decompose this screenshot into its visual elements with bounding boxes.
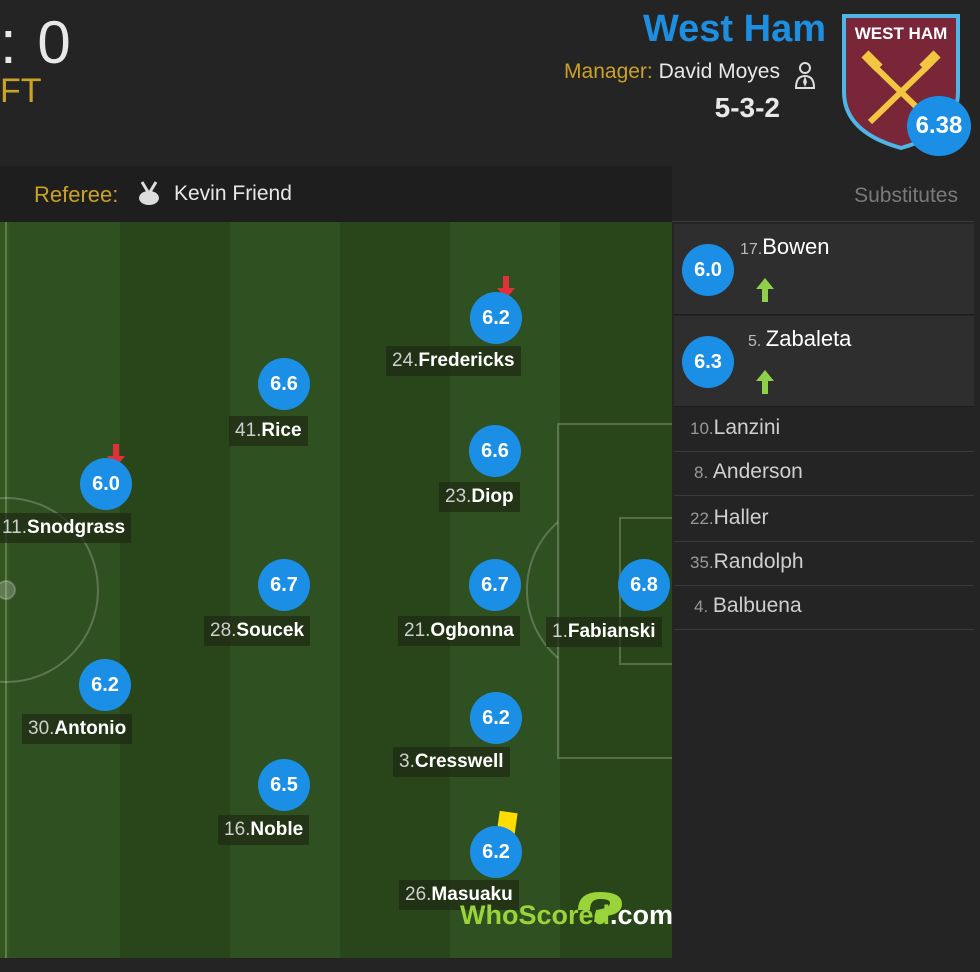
player-rating-ogbonna[interactable]: 6.7: [469, 559, 521, 611]
player-number: 30.: [28, 718, 55, 739]
player-number: 3.: [399, 751, 415, 772]
player-name-cresswell[interactable]: 3. Cresswell: [393, 747, 510, 777]
player-rating-masuaku[interactable]: 6.2: [470, 826, 522, 878]
player-rating-snodgrass[interactable]: 6.0: [80, 458, 132, 510]
player-name-rice[interactable]: 41.Rice: [229, 416, 308, 446]
sub-number: 22.: [690, 509, 714, 528]
sub-name: 5. Zabaleta: [748, 326, 851, 352]
player-name: Fabianski: [567, 621, 656, 642]
sub-number: 35.: [690, 553, 714, 572]
player-rating-diop[interactable]: 6.6: [469, 425, 521, 477]
substitutes-title: Substitutes: [854, 184, 958, 207]
referee-name[interactable]: Kevin Friend: [174, 182, 292, 205]
player-name: Noble: [250, 819, 304, 840]
sub-rating: 6.3: [682, 336, 734, 388]
referee-bar: Referee:: [0, 166, 672, 222]
substitute-unused[interactable]: 8. Anderson: [674, 452, 974, 496]
player-rating-antonio[interactable]: 6.2: [79, 659, 131, 711]
player-number: 23.: [445, 486, 472, 507]
manager-label: Manager:: [564, 60, 653, 83]
player-rating-soucek[interactable]: 6.7: [258, 559, 310, 611]
substitute-unused[interactable]: 35.Randolph: [674, 542, 974, 586]
sub-name: 17.Bowen: [740, 234, 830, 260]
sub-number: 17.: [740, 241, 763, 258]
player-name: Cresswell: [414, 751, 504, 772]
player-name-noble[interactable]: 16.Noble: [218, 815, 310, 845]
player-name: Diop: [471, 486, 514, 507]
player-name-antonio[interactable]: 30.Antonio: [22, 714, 133, 744]
substitutes-header: Substitutes: [672, 166, 974, 222]
team-crest: WEST HAM: [842, 14, 960, 150]
whistle-icon: [139, 181, 159, 205]
team-rating: 6.38: [907, 96, 971, 156]
player-rating-rice[interactable]: 6.6: [258, 358, 310, 410]
player-name-masuaku[interactable]: 26.Masuaku: [399, 880, 519, 910]
player-number: 16.: [224, 819, 251, 840]
sub-name-text: Bowen: [762, 234, 830, 259]
sub-name-text: Lanzini: [713, 416, 781, 439]
manager-name[interactable]: David Moyes: [658, 60, 780, 83]
substitute-used[interactable]: 6.3 5. Zabaleta: [674, 316, 974, 407]
player-name: Ogbonna: [430, 620, 514, 641]
referee-label: Referee:: [34, 182, 119, 207]
pitch: [0, 222, 672, 958]
brand-who: WhoScored: [460, 900, 611, 930]
sub-name-text: Zabaleta: [765, 326, 852, 351]
sub-number: 10.: [690, 419, 714, 438]
pitch-lines: [0, 222, 672, 958]
player-name: Antonio: [54, 718, 127, 739]
player-number: 1.: [552, 621, 568, 642]
player-number: 26.: [405, 884, 432, 905]
player-rating-cresswell[interactable]: 6.2: [470, 692, 522, 744]
crest-text: WEST HAM: [855, 24, 948, 43]
arrow-up-icon: [756, 278, 774, 302]
formation: 5-3-2: [714, 92, 780, 123]
player-name: Rice: [261, 420, 302, 441]
score: : 0: [0, 9, 73, 76]
player-name-soucek[interactable]: 28.Soucek: [204, 616, 311, 646]
player-name: Fredericks: [418, 350, 515, 371]
player-name-ogbonna[interactable]: 21.Ogbonna: [398, 616, 520, 646]
team-name[interactable]: West Ham: [642, 8, 826, 50]
sub-rating: 6.0: [682, 244, 734, 296]
substitute-unused[interactable]: 4. Balbuena: [674, 586, 974, 630]
player-name: Masuaku: [431, 884, 513, 905]
player-number: 28.: [210, 620, 237, 641]
player-number: 21.: [404, 620, 431, 641]
brand-dot: .com: [610, 900, 674, 930]
player-rating-fredericks[interactable]: 6.2: [470, 292, 522, 344]
sub-name-text: Anderson: [712, 460, 803, 483]
sub-name-text: Randolph: [713, 550, 804, 573]
player-number: 11.: [2, 517, 28, 538]
player-name-fredericks[interactable]: 24.Fredericks: [386, 346, 521, 376]
substitute-used[interactable]: 6.0 17.Bowen: [674, 224, 974, 315]
sub-number: 5.: [748, 333, 766, 350]
manager: Manager: David Moyes: [564, 60, 780, 84]
sub-number: 8.: [694, 463, 713, 482]
player-name-snodgrass[interactable]: 11.Snodgrass: [0, 513, 132, 543]
sub-name-text: Haller: [713, 506, 769, 529]
sub-number: 4.: [694, 597, 713, 616]
player-name: Soucek: [236, 620, 305, 641]
sub-name-text: Balbuena: [712, 594, 802, 617]
whoscored-logo-icon: [578, 892, 622, 922]
player-rating-fabianski[interactable]: 6.8: [618, 559, 670, 611]
player-name-fabianski[interactable]: 1. Fabianski: [546, 617, 662, 647]
arrow-up-icon: [756, 370, 774, 394]
match-status: FT: [0, 72, 42, 110]
player-name-diop[interactable]: 23.Diop: [439, 482, 520, 512]
player-number: 41.: [235, 420, 262, 441]
player-name: Snodgrass: [27, 517, 126, 538]
substitute-unused[interactable]: 22.Haller: [674, 498, 974, 542]
player-number: 24.: [392, 350, 419, 371]
substitute-unused[interactable]: 10.Lanzini: [674, 408, 974, 452]
player-rating-noble[interactable]: 6.5: [258, 759, 310, 811]
whoscored-brand[interactable]: WhoScored.com: [460, 900, 673, 931]
manager-icon: [794, 62, 816, 89]
